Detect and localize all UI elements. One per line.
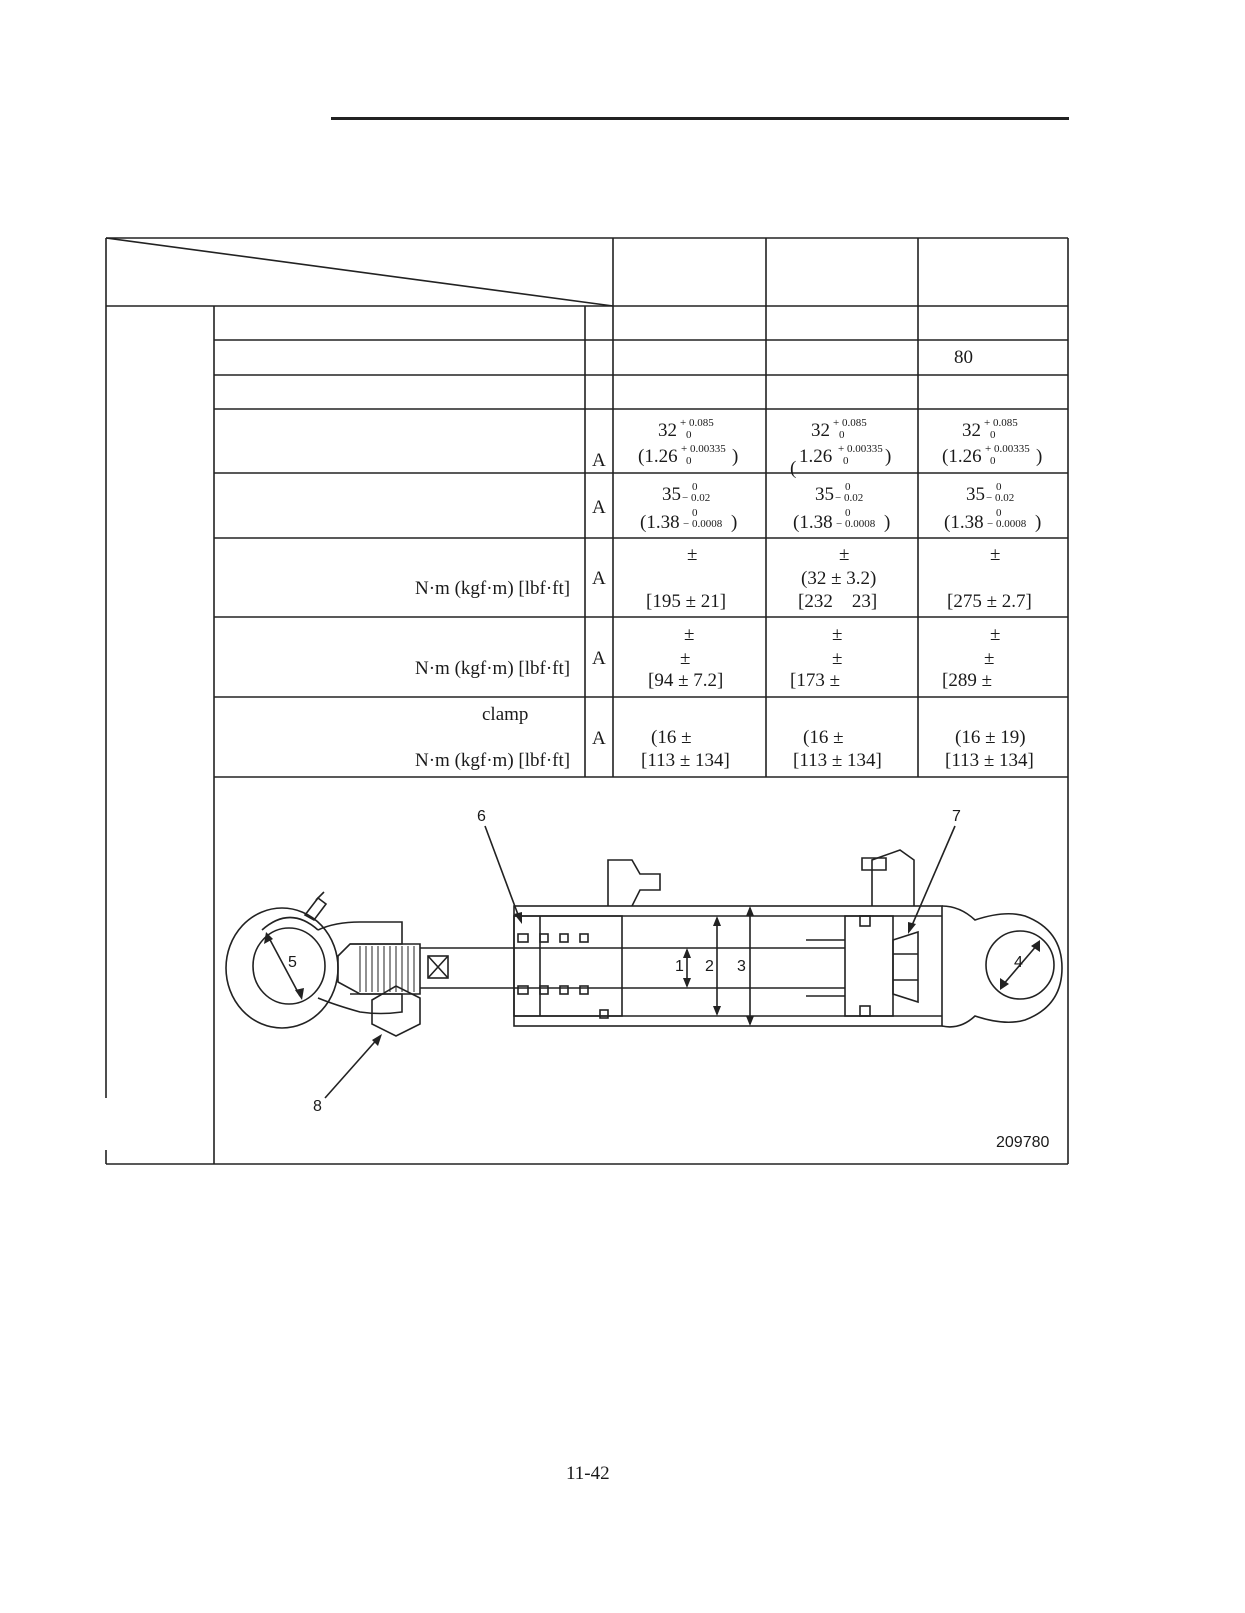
grade-pin: A <box>592 497 606 518</box>
torque-clamp-col3-l2: [113 ± 134] <box>945 750 1034 771</box>
torque-piston-col3-l3: [275 ± 2.7] <box>947 591 1032 612</box>
torque-head-col2-l2: ± <box>832 648 843 669</box>
callout-6: 6 <box>477 808 486 825</box>
torque-head-col2-l1: ± <box>832 624 843 645</box>
torque-piston-col3-l1: ± <box>990 544 1001 565</box>
torque-clamp-unit: N·m (kgf·m) [lbf·ft] <box>415 750 571 771</box>
torque-clamp-label: clamp <box>482 704 529 725</box>
cylinder-illustration <box>225 825 1063 1099</box>
torque-piston-col2-l1: ± <box>839 544 850 565</box>
torque-head-unit: N·m (kgf·m) [lbf·ft] <box>415 658 571 679</box>
torque-head-col3-l3: [289 ± <box>942 670 993 691</box>
grade-torque-clamp: A <box>592 728 606 749</box>
torque-piston-unit: N·m (kgf·m) [lbf·ft] <box>415 578 571 599</box>
callout-8: 8 <box>313 1098 322 1115</box>
torque-head-col3-l1: ± <box>990 624 1001 645</box>
torque-piston-col1-l3: [195 ± 21] <box>646 591 727 612</box>
torque-head-col1-l3: [94 ± 7.2] <box>648 670 724 691</box>
callout-7: 7 <box>952 808 961 825</box>
header-rule <box>331 117 1069 120</box>
callout-3: 3 <box>737 958 746 975</box>
torque-piston-col2-l3: [232 23] <box>798 591 878 612</box>
torque-head-col1-l2: ± <box>680 648 691 669</box>
torque-clamp-col1-l2: [113 ± 134] <box>641 750 730 771</box>
callout-1: 1 <box>675 958 684 975</box>
torque-clamp-col2-l1: (16 ± <box>803 727 844 748</box>
torque-piston-col2-l2: (32 ± 3.2) <box>801 568 877 589</box>
torque-head-col1-l1: ± <box>684 624 695 645</box>
torque-clamp-col3-l1: (16 ± 19) <box>955 727 1026 748</box>
page-number: 11-42 <box>566 1463 610 1484</box>
torque-clamp-col2-l2: [113 ± 134] <box>793 750 882 771</box>
callout-5: 5 <box>288 954 297 971</box>
torque-piston-col1-l1: ± <box>687 544 698 565</box>
torque-clamp-col1-l1: (16 ± <box>651 727 692 748</box>
callout-4: 4 <box>1014 954 1023 971</box>
torque-head-col2-l3: [173 ± <box>790 670 841 691</box>
grade-torque-piston: A <box>592 568 606 589</box>
torque-head-col3-l2: ± <box>984 648 995 669</box>
callout-2: 2 <box>705 958 714 975</box>
grade-bushing: A <box>592 450 606 471</box>
lift-value-col3: 80 <box>954 347 973 368</box>
grade-torque-head: A <box>592 648 606 669</box>
figure-id: 209780 <box>996 1134 1050 1151</box>
